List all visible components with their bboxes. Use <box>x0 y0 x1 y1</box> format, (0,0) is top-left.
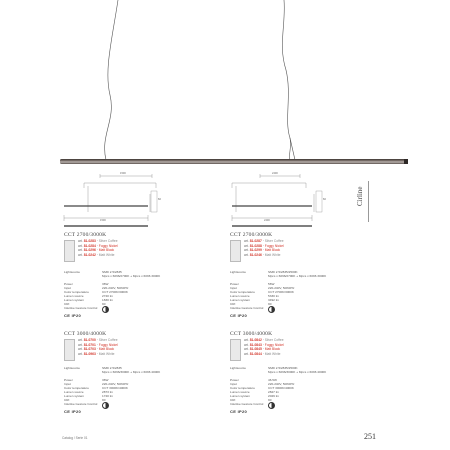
article-row: art. 81-0700 · Silver Coffee <box>78 338 118 342</box>
article-list-bottom-right: art. 81-0842 · Silver Coffee art. 81-084… <box>244 338 284 356</box>
article-list-bottom-left: art. 81-0700 · Silver Coffee art. 81-070… <box>78 338 118 356</box>
article-row: art. 81-0963 · Matt White <box>78 351 115 356</box>
dim-height-right: 82 <box>323 198 326 201</box>
cct-heading-bottom-right: CCT 3000/4000K <box>230 331 273 337</box>
article-row: art. 81-0844 · Matt White <box>244 351 281 356</box>
cct-heading-top-left: CCT 2700/3000K <box>64 232 107 238</box>
article-row: art. 81-0703 · Matt Black <box>78 347 115 352</box>
certification-logos: CE IP20 <box>64 409 81 414</box>
article-row: art. 81-0296 · Matt Black <box>78 248 115 253</box>
gesture-control-icon <box>268 305 275 313</box>
product-thumbnail <box>64 240 75 262</box>
product-thumbnail <box>230 339 241 361</box>
cct-heading-bottom-left: CCT 3000/4000K <box>64 331 107 337</box>
product-thumbnail <box>64 339 75 361</box>
dim-height-left: 82 <box>158 198 161 201</box>
article-row: art. 81-0701 · Foggy Nickel <box>78 342 118 347</box>
technical-drawing-left <box>63 174 158 227</box>
dim-overall-left: 1500 <box>100 219 106 222</box>
suspension-wire-left <box>104 0 119 161</box>
dim-width-left: 1500 <box>120 172 126 175</box>
cct-heading-top-right: CCT 2700/3000K <box>230 232 273 238</box>
article-row: art. 81-0283 · Silver Coffee <box>78 239 118 243</box>
article-row: art. 81-0284 · Foggy Nickel <box>78 243 118 248</box>
product-family-title: Cirline <box>356 186 364 206</box>
technical-drawing-right <box>231 174 323 227</box>
article-row: art. 81-0843 · Foggy Nickel <box>244 342 284 347</box>
sidebar-divider <box>368 181 369 222</box>
article-row: art. 81-0299 · Matt Black <box>244 248 281 253</box>
dim-overall-right: 2400 <box>264 219 270 222</box>
article-row: art. 81-0845 · Matt Black <box>244 347 281 352</box>
gesture-control-icon <box>102 401 109 409</box>
certification-logos: CE IP20 <box>230 313 247 318</box>
page-number: 251 <box>364 432 376 441</box>
gesture-control-icon <box>102 305 109 313</box>
lamp-bar <box>60 159 406 164</box>
article-row: art. 81-0287 · Silver Coffee <box>244 239 284 243</box>
suspension-wire-right <box>282 0 291 161</box>
certification-logos: CE IP20 <box>230 409 247 414</box>
article-list-top-left: art. 81-0283 · Silver Coffee art. 81-028… <box>78 239 118 257</box>
article-row: art. 81-0246 · Matt White <box>244 252 281 257</box>
certification-logos: CE IP20 <box>64 313 81 318</box>
footer-catalog-label: Catalog / Serie 01 <box>62 436 88 440</box>
dim-width-right: 2400 <box>272 172 278 175</box>
gesture-control-icon <box>268 401 275 409</box>
product-thumbnail <box>230 240 241 262</box>
article-row: art. 81-0842 · Silver Coffee <box>244 338 284 342</box>
article-list-top-right: art. 81-0287 · Silver Coffee art. 81-028… <box>244 239 284 257</box>
article-row: art. 81-0288 · Foggy Nickel <box>244 243 284 248</box>
article-row: art. 81-0242 · Matt White <box>78 252 115 257</box>
